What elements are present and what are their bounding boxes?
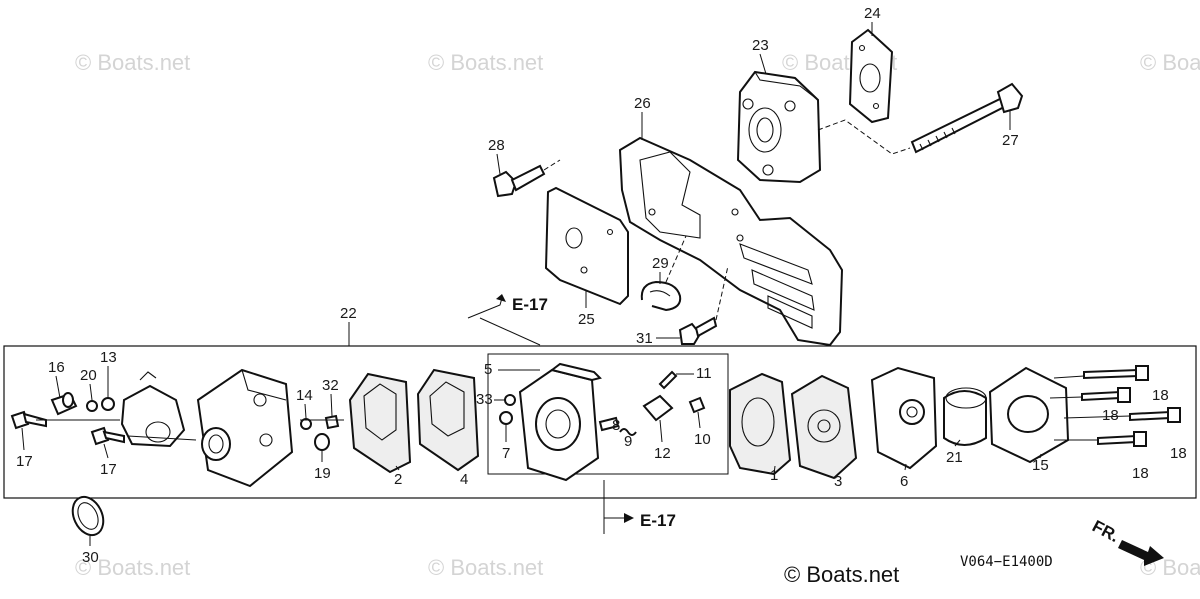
part-10-screw (688, 396, 706, 414)
leader-31 (715, 265, 729, 321)
leader-29 (665, 235, 687, 283)
part-2-gasket (348, 372, 412, 474)
callout: 25 (578, 311, 595, 328)
ref-label: E-17 (512, 295, 548, 314)
watermark: © Boats.net (428, 555, 543, 580)
watermark: © Boats.net (75, 50, 190, 75)
leader-27 (817, 119, 911, 155)
callout: 2 (394, 471, 402, 488)
callout: 18 (1170, 445, 1187, 462)
callout: 4 (460, 471, 468, 488)
ref-label: E-17 (640, 511, 676, 530)
part-17-screw-a (10, 410, 47, 430)
part-11-pin (658, 370, 678, 390)
part-17-screw-b (90, 426, 125, 446)
part-6-cover (870, 366, 938, 470)
throttle-assembly (120, 371, 186, 448)
leader-28 (543, 159, 561, 171)
callout: 24 (864, 5, 881, 22)
part-33-oring (504, 394, 516, 406)
diagram-code: V064−E1400D (960, 554, 1053, 570)
callout: 13 (100, 349, 117, 366)
part-30-oring (71, 495, 105, 537)
callout: 20 (80, 367, 97, 384)
part-23-insulator (736, 70, 822, 184)
part-20-washer (86, 400, 98, 412)
part-12-lever (642, 394, 674, 422)
copyright-notice: © Boats.net (784, 562, 899, 587)
callout: 8 (612, 417, 620, 434)
watermarks: © Boats.net © Boats.net © Boats.net © Bo… (75, 50, 1200, 580)
part-1-gasket (729, 372, 792, 476)
part-27-long-bolt (910, 82, 1024, 154)
callout: 3 (834, 473, 842, 490)
callout: 17 (100, 461, 117, 478)
callout: 16 (48, 359, 65, 376)
part-26-bracket (618, 136, 844, 347)
callout: 1 (770, 467, 778, 484)
callout: 30 (82, 549, 99, 566)
part-8-needle (598, 416, 620, 432)
part-9-spring (619, 428, 637, 436)
callout-labels: 24 23 26 27 28 29 25 31 22 16 20 13 17 1… (16, 5, 1187, 566)
callout: 32 (322, 377, 339, 394)
ref-e17-top: E-17 (467, 294, 548, 346)
part-15-plate (988, 366, 1070, 464)
callout: 14 (296, 387, 313, 404)
callout: 31 (636, 330, 653, 347)
carburetor-body (196, 368, 294, 488)
callout: 22 (340, 305, 357, 322)
callout: 18 (1132, 465, 1149, 482)
part-31-bolt (678, 316, 718, 345)
callout: 29 (652, 255, 669, 272)
part-21-filter (943, 387, 987, 446)
part-29-clip (640, 280, 682, 312)
callout: 28 (488, 137, 505, 154)
callout: 11 (696, 365, 712, 382)
watermark: © Boats.net (1140, 50, 1200, 75)
callout: 6 (900, 473, 908, 490)
part-13-nut (101, 397, 115, 411)
callout: 5 (484, 361, 492, 378)
callout: 19 (314, 465, 331, 482)
callout: 27 (1002, 132, 1019, 149)
callout: 9 (624, 433, 632, 450)
part-28-bolt (492, 164, 546, 198)
front-label: FR. (1089, 517, 1122, 547)
part-5-pump-body (518, 362, 602, 482)
ref-e17-bottom: E-17 (603, 480, 676, 534)
sub-assembly-frame (487, 353, 729, 475)
leaders-18 (1049, 375, 1131, 441)
part-18-screws (1081, 365, 1181, 447)
callout: 17 (16, 453, 33, 470)
part-3-diaphragm (790, 374, 858, 480)
part-25-gasket (544, 186, 629, 306)
callout: 21 (946, 449, 963, 466)
callout: 15 (1032, 457, 1049, 474)
callout: 18 (1152, 387, 1169, 404)
callout: 7 (502, 445, 510, 462)
part-14-ring (300, 418, 312, 430)
callout: 33 (476, 391, 493, 408)
front-arrow: FR. (1089, 517, 1164, 566)
watermark: © Boats.net (75, 555, 190, 580)
part-4-gasket (416, 368, 480, 472)
assembly-22-frame (3, 345, 1197, 499)
callout: 23 (752, 37, 769, 54)
part-16-cap (50, 392, 78, 416)
watermark: © Boats.net (428, 50, 543, 75)
callout: 12 (654, 445, 671, 462)
part-32-plug (324, 414, 340, 430)
part-24-gasket (848, 28, 894, 124)
callout: 26 (634, 95, 651, 112)
leaders-left (36, 419, 344, 441)
callout: 10 (694, 431, 711, 448)
part-19-jet (314, 433, 330, 451)
callout: 18 (1102, 407, 1119, 424)
part-7-ring (499, 411, 513, 425)
